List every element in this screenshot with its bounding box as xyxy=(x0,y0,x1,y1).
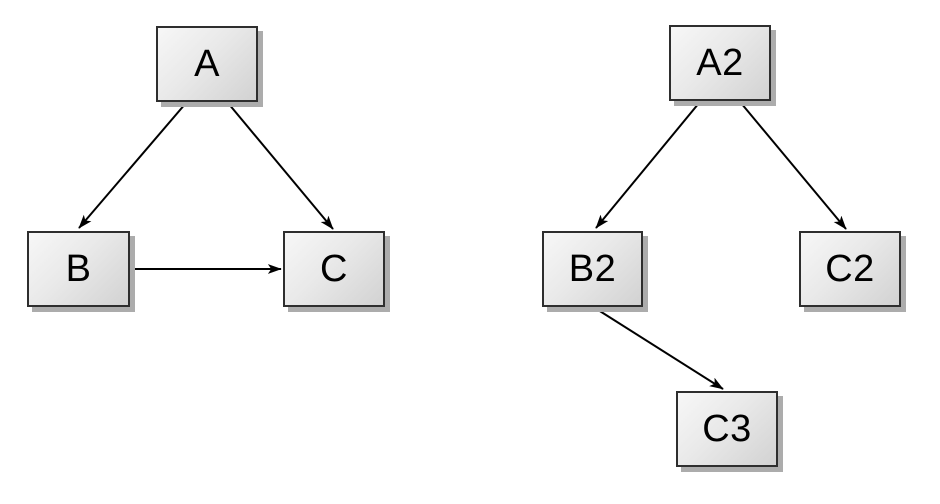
node-label-C: C xyxy=(320,248,348,290)
node-A2: A2 xyxy=(669,25,771,101)
node-label-B2: B2 xyxy=(568,248,617,290)
edge-A2-B2 xyxy=(595,102,700,229)
node-C3: C3 xyxy=(676,391,778,467)
node-B2: B2 xyxy=(542,231,643,307)
node-B: B xyxy=(27,231,130,307)
node-label-C2: C2 xyxy=(825,248,875,290)
edge-A-B xyxy=(78,102,187,229)
node-C: C xyxy=(283,231,385,307)
node-C2: C2 xyxy=(799,231,901,307)
edge-A-C xyxy=(227,102,334,230)
node-label-B: B xyxy=(65,248,92,290)
edge-A2-C2 xyxy=(740,102,847,230)
node-A: A xyxy=(156,26,258,102)
node-label-A: A xyxy=(194,43,220,85)
node-label-A2: A2 xyxy=(696,42,744,84)
edge-B2-C3 xyxy=(594,307,724,390)
node-label-C3: C3 xyxy=(702,408,752,450)
